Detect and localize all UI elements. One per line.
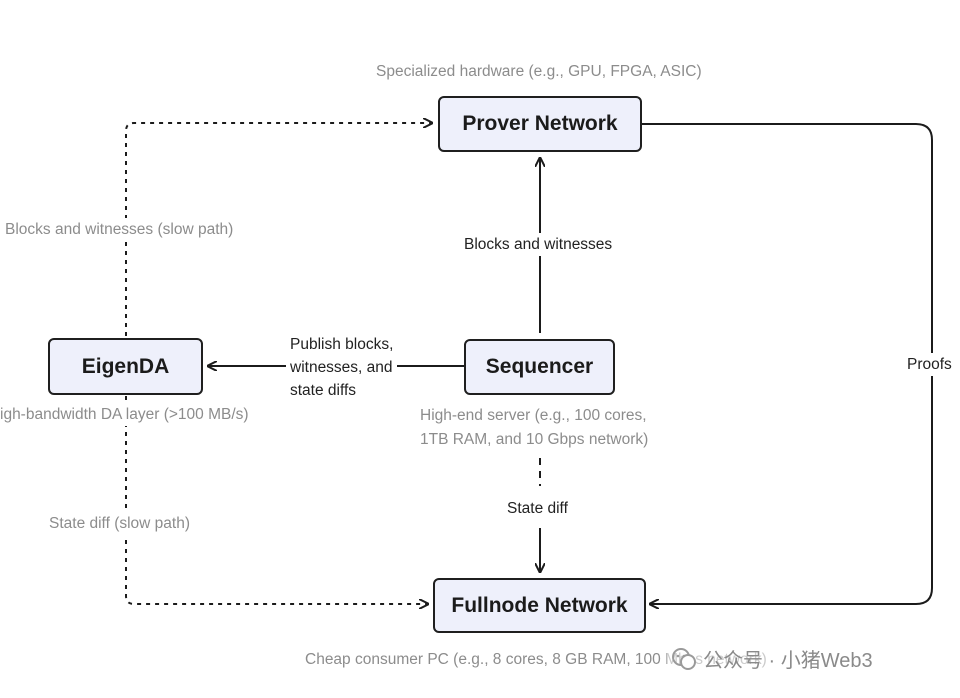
edge-label-blocks-and-witnesses-slow: Blocks and witnesses (slow path) [5, 218, 234, 241]
prover-network-node: Prover Network [438, 96, 642, 152]
eigenda-layer-note: igh-bandwidth DA layer (>100 MB/s) [0, 403, 249, 426]
sequencer-label: Sequencer [485, 355, 594, 378]
sequencer-node: Sequencer [464, 339, 615, 395]
edge-label-blocks-and-witnesses: Blocks and witnesses [462, 233, 615, 256]
edge-label-publish-line-1: Publish blocks, [290, 336, 394, 353]
edge-eigenda-to-prover [125, 123, 432, 336]
fullnode-network-node: Fullnode Network [433, 578, 646, 633]
wechat-icon [672, 647, 696, 670]
eigenda-node: EigenDA [48, 338, 203, 395]
edge-label-publish: Publish blocks, witnesses, and state dif… [286, 333, 398, 402]
edge-prover-to-fullnode [642, 123, 933, 604]
edge-label-state-diff-slow: State diff (slow path) [49, 512, 191, 535]
sequencer-hardware-line-2: 1TB RAM, and 10 Gbps network) [420, 431, 649, 448]
prover-hardware-note: Specialized hardware (e.g., GPU, FPGA, A… [376, 60, 702, 83]
fullnode-network-label: Fullnode Network [451, 593, 628, 617]
sequencer-hardware-note: High-end server (e.g., 100 cores, 1TB RA… [420, 404, 649, 452]
edge-label-proofs: Proofs [906, 353, 953, 376]
watermark: 公众号 · 小猪Web3 [667, 644, 877, 673]
edge-eigenda-to-fullnode [125, 396, 428, 604]
edge-label-publish-line-3: state diffs [290, 382, 357, 399]
watermark-text: 公众号 · 小猪Web3 [703, 650, 873, 672]
prover-network-label: Prover Network [462, 112, 618, 135]
sequencer-hardware-line-1: High-end server (e.g., 100 cores, [420, 407, 647, 424]
edge-label-publish-line-2: witnesses, and [290, 359, 393, 376]
edge-label-state-diff: State diff [505, 497, 570, 520]
eigenda-label: EigenDA [81, 354, 170, 378]
fullnode-hardware-note: Cheap consumer PC (e.g., 8 cores, 8 GB R… [305, 651, 767, 668]
